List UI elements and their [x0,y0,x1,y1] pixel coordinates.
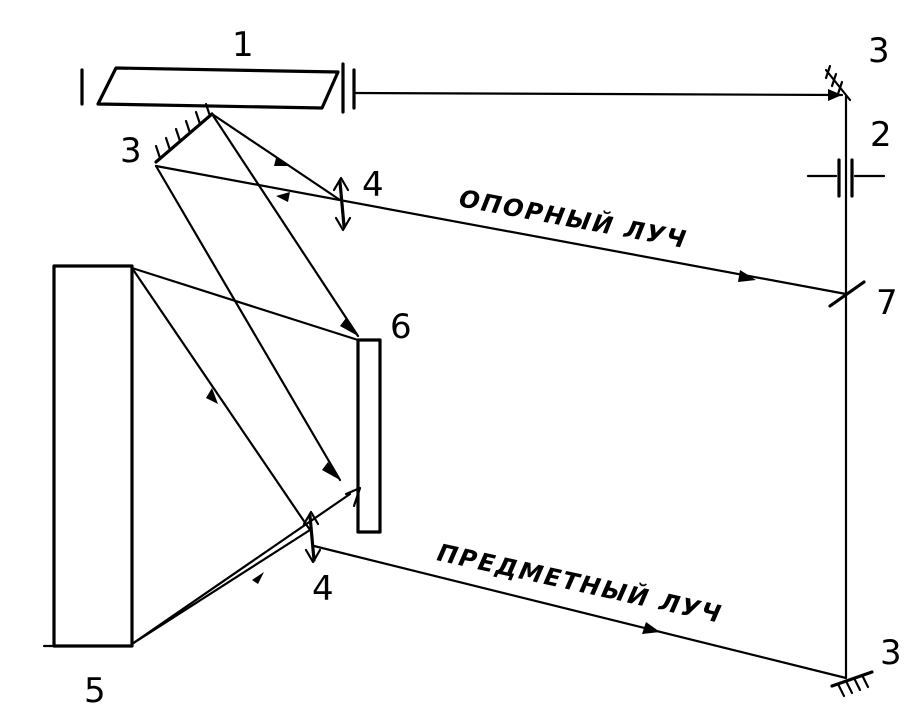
label-element-1: 1 [232,25,254,65]
object-beam-line [312,544,848,680]
laser-output-beam [352,91,844,97]
laser-element-1 [80,62,356,114]
holographic-plate-6 [356,338,382,534]
object-wave-diagonal [130,266,312,532]
object-wave-bottom [130,528,312,646]
reference-beam-line [154,164,848,296]
label-plate-6: 6 [390,307,412,347]
label-mirror-3-top-right: 3 [868,31,890,71]
ref-beam-to-lens [210,112,342,202]
lens-element-2 [806,158,886,198]
object-wave-bottom-2 [130,492,352,646]
lens-4-top [332,176,352,232]
ref-beam-to-plate-top [210,112,360,338]
label-lens-4-top: 4 [362,165,384,205]
ref-beam-to-plate-bottom [154,164,342,482]
label-mirror-3-bottom-right: 3 [880,633,902,673]
label-splitter-7: 7 [876,283,898,323]
label-element-2: 2 [870,115,892,155]
lens-4-bottom [302,510,322,564]
label-lens-4-bottom: 4 [312,569,334,609]
label-object-beam: ПРЕДМЕТНЫЙ ЛУЧ [435,538,726,629]
label-mirror-3-top-left: 3 [120,131,142,171]
object-wave-top [130,266,360,342]
label-object-5: 5 [84,671,106,711]
object-5 [52,264,134,648]
mirror-3-bottom-right [830,670,874,698]
mirror-3-top-left [154,102,214,164]
